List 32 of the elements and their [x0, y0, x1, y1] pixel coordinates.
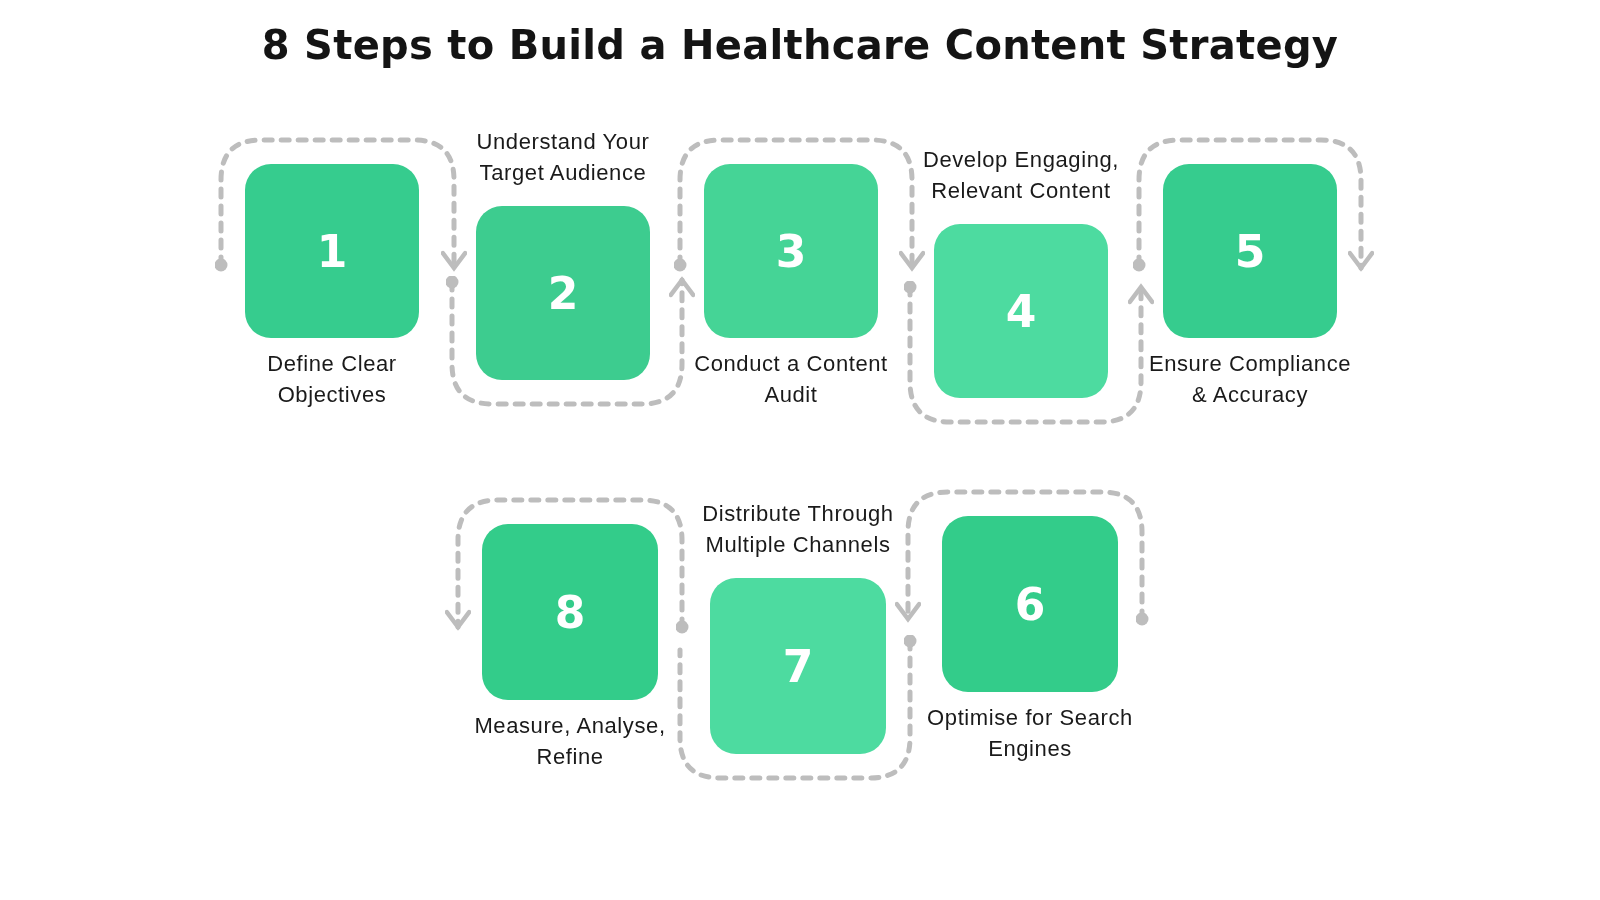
step-box — [1163, 164, 1337, 338]
dashed-arrow — [214, 137, 468, 272]
step-caption: Develop Engaging, Relevant Content — [921, 146, 1121, 205]
dashed-arrow — [894, 489, 1149, 626]
step-number: 5 — [1234, 225, 1266, 277]
step-number: 8 — [554, 586, 586, 638]
dashed-arrow — [903, 280, 1155, 425]
step-number: 6 — [1014, 578, 1046, 630]
dashed-arrow — [444, 497, 689, 634]
step-number: 4 — [1005, 285, 1037, 337]
step-caption: Understand Your Target Audience — [475, 128, 651, 187]
title: 8 Steps to Build a Healthcare Content Strategy — [260, 22, 1340, 68]
step-number: 7 — [782, 640, 814, 692]
step-box — [942, 516, 1118, 692]
step-caption: Measure, Analyse, Refine — [473, 712, 667, 771]
step-box — [482, 524, 658, 700]
step-box — [710, 578, 886, 754]
step-box — [934, 224, 1108, 398]
step-caption: Define Clear Objectives — [266, 350, 398, 409]
dashed-arrow — [445, 275, 696, 407]
step-caption: Optimise for Search Engines — [926, 704, 1134, 763]
step-box — [704, 164, 878, 338]
step-caption: Conduct a Content Audit — [693, 350, 889, 409]
step-number: 1 — [316, 225, 348, 277]
dashed-arrow — [673, 137, 926, 272]
step-caption: Ensure Compliance & Accuracy — [1147, 350, 1353, 409]
step-caption: Distribute Through Multiple Channels — [701, 500, 895, 559]
dashed-arrow — [1132, 137, 1375, 272]
step-box — [476, 206, 650, 380]
step-box — [245, 164, 419, 338]
step-number: 2 — [547, 267, 579, 319]
step-number: 3 — [775, 225, 807, 277]
